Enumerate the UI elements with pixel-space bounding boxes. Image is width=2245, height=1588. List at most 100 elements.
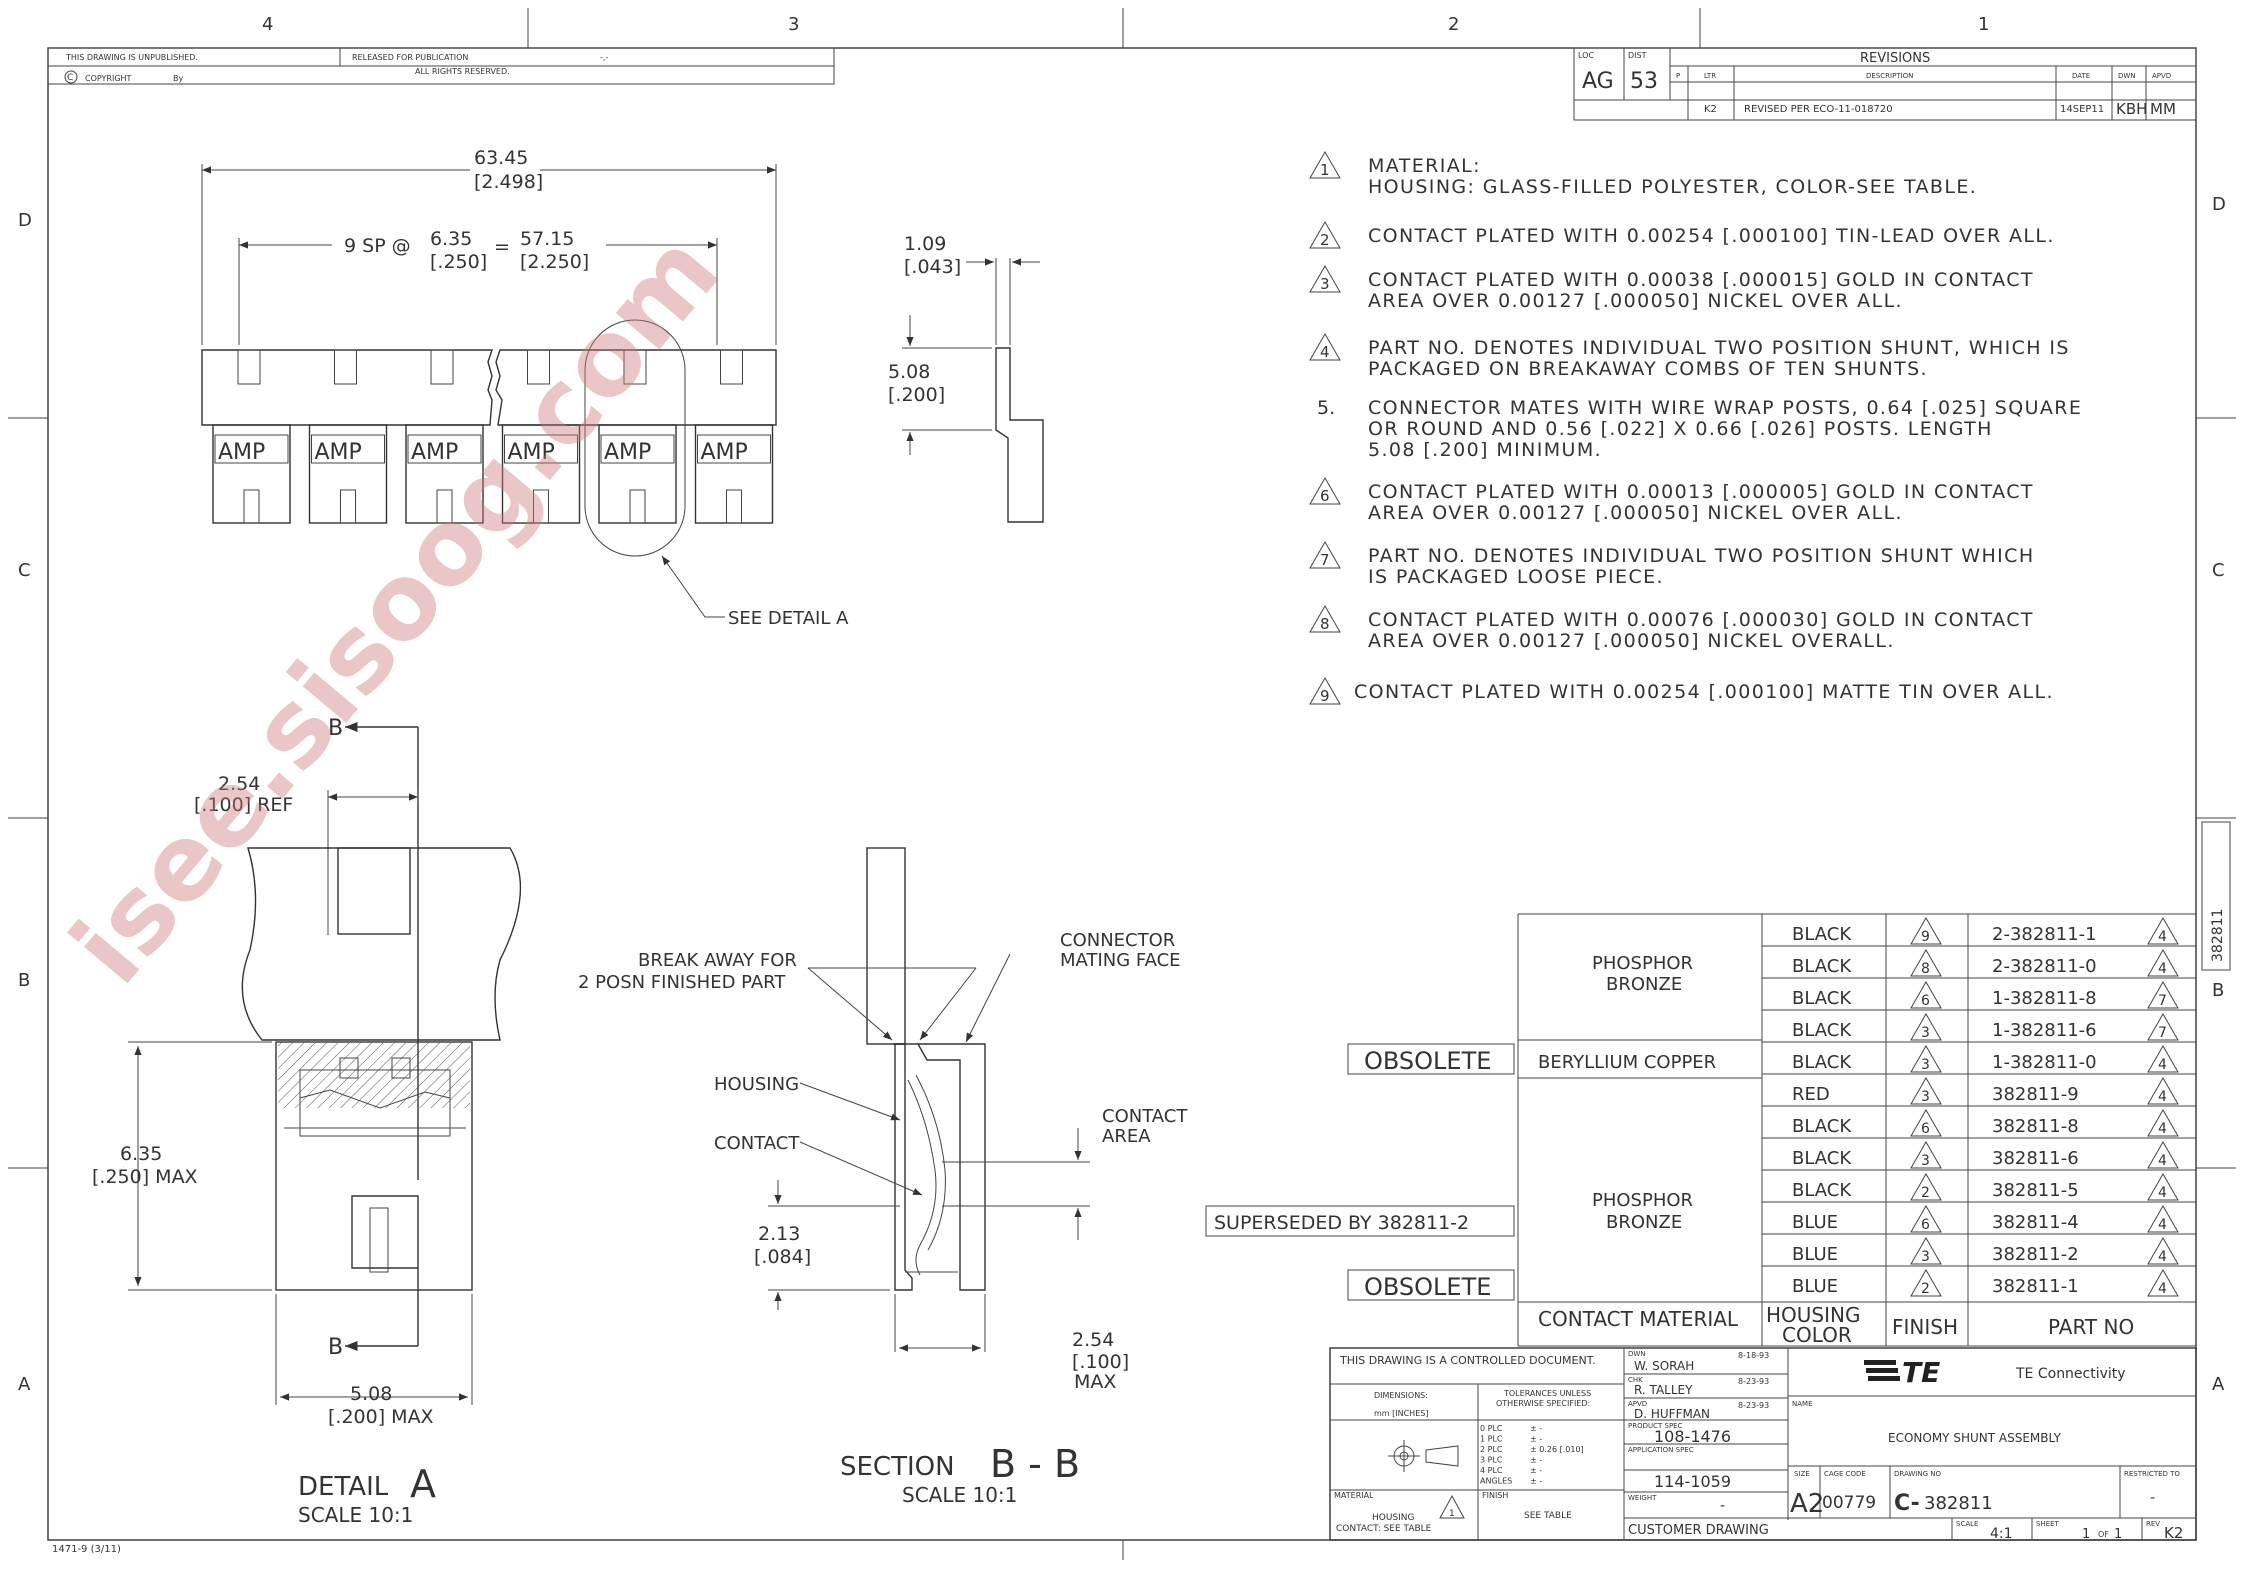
tol-plc: 3 PLC	[1480, 1456, 1503, 1465]
part-row-note: 4	[2158, 1249, 2167, 1265]
rev-head-desc: DESCRIPTION	[1866, 72, 1913, 80]
tol-value: ± -	[1530, 1424, 1542, 1433]
publication-header: THIS DRAWING IS UNPUBLISHED. RELEASED FO…	[47, 47, 835, 85]
part-row-number: 382811-2	[1992, 1244, 2079, 1265]
dwn-label: DWN	[1628, 1350, 1646, 1358]
tolerances-line-2: OTHERWISE SPECIFIED:	[1496, 1399, 1590, 1408]
dwg-no: 382811	[1924, 1493, 1993, 1514]
note-line: AREA OVER 0.00127 [.000050] NICKEL OVER …	[1368, 502, 1903, 524]
shunt-body: AMP	[405, 349, 484, 524]
note-line: CONTACT PLATED WITH 0.00076 [.000030] GO…	[1368, 609, 2034, 631]
part-row-color: BLUE	[1792, 1244, 1838, 1265]
part-row-finish: 3	[1921, 1249, 1930, 1265]
finish-flag-icon	[1910, 1268, 1942, 1297]
note-line: CONTACT PLATED WITH 0.00254 [.000100] MA…	[1354, 681, 2054, 703]
part-row-note: 4	[2158, 1281, 2167, 1297]
material-beryllium: BERYLLIUM COPPER	[1538, 1052, 1716, 1073]
restricted-value: -	[2150, 1490, 2155, 1506]
part-row: BLUE 3 382811-2 4	[1762, 1233, 2196, 1265]
rev-value: K2	[2164, 1524, 2183, 1542]
dwn-name: W. SORAH	[1634, 1359, 1694, 1373]
zone-row-c-right: C	[2212, 560, 2225, 581]
rev-head-dwn: DWN	[2118, 72, 2136, 80]
tol-plc: 4 PLC	[1480, 1466, 1503, 1475]
rev-desc: REVISED PER ECO-11-018720	[1744, 104, 1893, 115]
cage-label: CAGE CODE	[1824, 1470, 1866, 1478]
weight-label: WEIGHT	[1628, 1494, 1657, 1502]
shunt-body: AMP	[308, 349, 388, 524]
zone-col-4: 4	[262, 14, 273, 35]
detail-ref-dim-in: [.100] REF	[194, 794, 293, 816]
shunt-body: AMP	[501, 349, 581, 524]
part-row-number: 1-382811-0	[1992, 1052, 2097, 1073]
part-row-color: BLACK	[1792, 1116, 1852, 1137]
detail-width-dim-in: [.200] MAX	[328, 1406, 434, 1428]
note-line: AREA OVER 0.00127 [.000050] NICKEL OVER …	[1368, 290, 1903, 312]
part-row-number: 382811-9	[1992, 1084, 2079, 1105]
shunt-body: AMP	[212, 349, 291, 524]
sheet-value: 1	[2082, 1527, 2090, 1542]
note-line: PACKAGED ON BREAKAWAY COMBS OF TEN SHUNT…	[1368, 358, 1928, 380]
zone-row-c-left: C	[18, 560, 31, 581]
part-row-finish: 3	[1921, 1025, 1930, 1041]
sheet-total: 1	[2114, 1527, 2122, 1542]
section-title: SECTION	[840, 1452, 955, 1482]
tol-value: ± -	[1530, 1466, 1542, 1475]
tol-value: ± -	[1530, 1435, 1542, 1444]
app-spec: 114-1059	[1654, 1472, 1731, 1491]
header-housing: HOUSING	[1766, 1303, 1860, 1327]
rev-apvd: MM	[2150, 100, 2176, 118]
note-line: CONTACT PLATED WITH 0.00038 [.000015] GO…	[1368, 269, 2034, 291]
name-label: NAME	[1792, 1400, 1813, 1408]
te-logo-text: TE	[1902, 1356, 1940, 1389]
part-row-finish: 8	[1921, 961, 1930, 977]
part-row-finish: 6	[1921, 1217, 1930, 1233]
part-row-note: 4	[2158, 1217, 2167, 1233]
header-part-no: PART NO	[2048, 1315, 2134, 1339]
part-number-table: PHOSPHOR BRONZE BERYLLIUM COPPER PHOSPHO…	[1205, 913, 2196, 1347]
note-flag-icon	[2147, 1172, 2179, 1201]
note-flag-icon	[1309, 604, 1341, 633]
apvd-date: 8-23-93	[1738, 1401, 1769, 1410]
amp-logo: AMP	[218, 440, 265, 465]
part-row-number: 382811-1	[1992, 1276, 2079, 1297]
part-row-number: 1-382811-6	[1992, 1020, 2097, 1041]
note-line: IS PACKAGED LOOSE PIECE.	[1368, 566, 1664, 588]
zone-col-3: 3	[788, 14, 799, 35]
note-line: AREA OVER 0.00127 [.000050] NICKEL OVERA…	[1368, 630, 1895, 652]
note-number: 2	[1320, 231, 1330, 249]
part-row-number: 382811-4	[1992, 1212, 2079, 1233]
break-away-label-2: 2 POSN FINISHED PART	[578, 972, 786, 993]
rev-dwn: KBH	[2116, 100, 2147, 118]
apvd-label: APVD	[1628, 1400, 1647, 1408]
revisions-block: LOC AG DIST 53 REVISIONS P LTR DESCRIPTI…	[1573, 47, 2197, 121]
note-flag-icon	[2147, 980, 2179, 1009]
part-row-color: BLACK	[1792, 924, 1852, 945]
section-bb: BREAK AWAY FOR 2 POSN FINISHED PART CONN…	[578, 847, 1188, 1507]
zone-row-d-left: D	[18, 210, 32, 231]
note-number: 4	[1320, 343, 1330, 361]
part-row-note: 7	[2158, 1025, 2167, 1041]
note-line: CONTACT PLATED WITH 0.00254 [.000100] TI…	[1368, 225, 2055, 247]
part-row-color: BLACK	[1792, 1180, 1852, 1201]
note-line: HOUSING: GLASS-FILLED POLYESTER, COLOR-S…	[1368, 176, 1977, 198]
part-row-color: BLACK	[1792, 1148, 1852, 1169]
zone-row-b-left: B	[18, 970, 30, 991]
dimensions-label: DIMENSIONS:	[1374, 1391, 1428, 1400]
amp-logo: AMP	[604, 440, 651, 465]
detail-scale: SCALE 10:1	[298, 1503, 413, 1527]
form-number: 1471-9 (3/11)	[52, 1544, 121, 1555]
scale-label: SCALE	[1956, 1520, 1978, 1528]
size-label: SIZE	[1794, 1470, 1810, 1478]
note-flag-icon	[1309, 264, 1341, 293]
projection-symbol-icon	[1388, 1440, 1459, 1472]
note-flag-icon	[1309, 332, 1341, 361]
